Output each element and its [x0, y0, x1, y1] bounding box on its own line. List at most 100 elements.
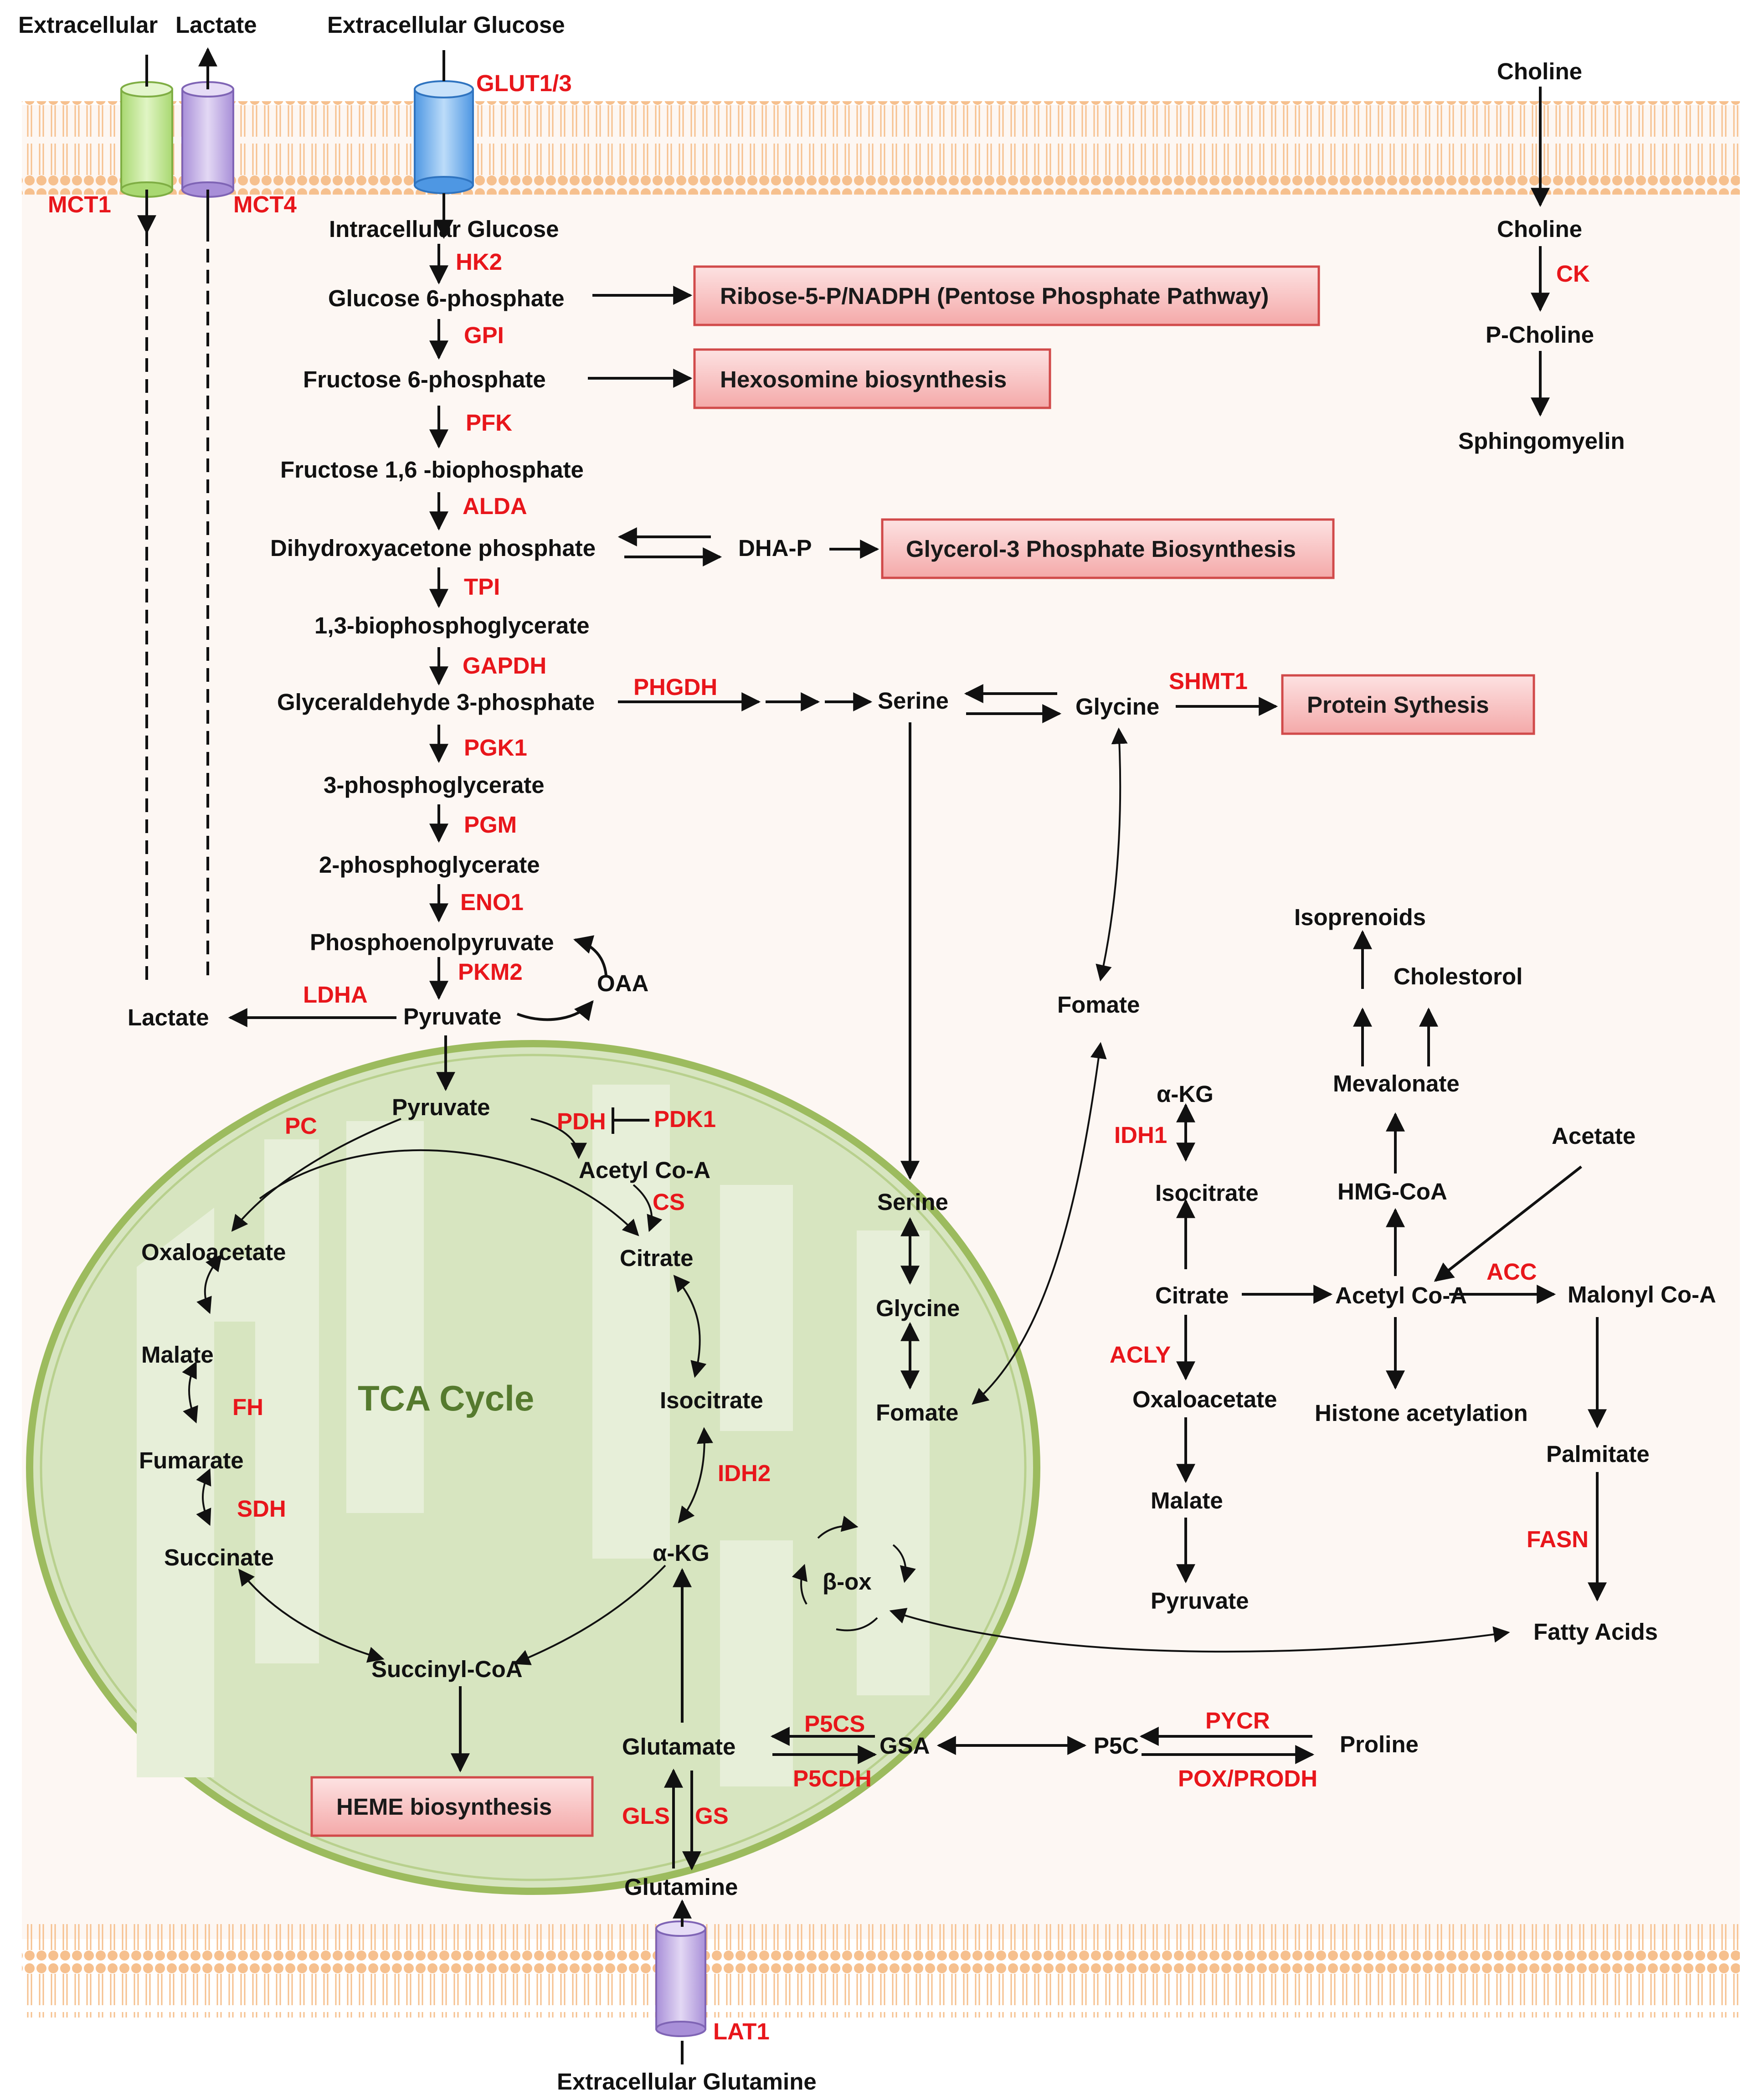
- mevalonate-label: Mevalonate: [1333, 1071, 1460, 1096]
- ppp-box: Ribose-5-P/NADPH (Pentose Phosphate Path…: [693, 265, 1320, 326]
- acly-label: ACLY: [1110, 1342, 1171, 1368]
- glycerol3p-box: Glycerol-3 Phosphate Biosynthesis: [881, 518, 1335, 579]
- pdh-label: PDH: [557, 1108, 606, 1134]
- mito-isocitrate-label: Isocitrate: [660, 1387, 763, 1413]
- mito-malate-label: Malate: [141, 1342, 214, 1368]
- acetyl-coa-cyto-label: Acetyl Co-A: [1335, 1282, 1467, 1308]
- metabolite-labels: Extracellular Lactate Extracellular Gluc…: [18, 12, 1716, 2095]
- mito-akg-label: α-KG: [653, 1540, 710, 1566]
- p5cs-label: P5CS: [804, 1711, 865, 1737]
- gapdh-label: GAPDH: [463, 653, 546, 679]
- pdk1-label: PDK1: [654, 1106, 716, 1132]
- protein-synthesis-box: Protein Sythesis: [1281, 674, 1535, 735]
- g3p-label: Glyceraldehyde 3-phosphate: [277, 689, 595, 715]
- glut-label: GLUT1/3: [476, 70, 572, 96]
- alda-label: ALDA: [463, 493, 527, 519]
- pg2-label: 2-phosphoglycerate: [319, 852, 540, 878]
- pyruvate-label: Pyruvate: [403, 1004, 501, 1029]
- mito-citrate-label: Citrate: [620, 1245, 694, 1271]
- choline-ext-label: Choline: [1497, 58, 1582, 84]
- top-membrane: [22, 101, 1740, 195]
- hmg-coa-label: HMG-CoA: [1337, 1179, 1447, 1204]
- choline-label: Choline: [1497, 216, 1582, 242]
- sphingomyelin-label: Sphingomyelin: [1458, 428, 1625, 454]
- f16bp-label: Fructose 1,6 -biophosphate: [280, 457, 584, 483]
- mct4-transporter: [181, 81, 234, 198]
- idh2-label: IDH2: [718, 1460, 771, 1486]
- pgm-label: PGM: [464, 812, 517, 838]
- pyruvate-cyto-label: Pyruvate: [1151, 1588, 1249, 1614]
- arrows: [137, 47, 1607, 2064]
- citrate-cyto-label: Citrate: [1155, 1282, 1229, 1308]
- palmitate-label: Palmitate: [1546, 1441, 1650, 1467]
- akg-cyto-label: α-KG: [1157, 1081, 1214, 1107]
- lat1-transporter: [655, 1920, 706, 2037]
- ext-glutamine-label: Extracellular Glutamine: [557, 2069, 817, 2095]
- phgdh-label: PHGDH: [633, 674, 717, 700]
- glycerol3p-box-label: Glycerol-3 Phosphate Biosynthesis: [906, 536, 1296, 562]
- ext-lactate-label-1: Extracellular: [18, 12, 158, 38]
- proline-label: Proline: [1340, 1731, 1419, 1757]
- eno1-label: ENO1: [460, 889, 524, 915]
- glutamate-label: Glutamate: [622, 1734, 735, 1760]
- cristae: [720, 1185, 793, 1786]
- heme-box-label: HEME biosynthesis: [336, 1794, 552, 1820]
- ppp-box-label: Ribose-5-P/NADPH (Pentose Phosphate Path…: [720, 283, 1269, 309]
- ext-lactate-label-2: Lactate: [175, 12, 257, 38]
- gpi-label: GPI: [464, 322, 504, 348]
- pfk-label: PFK: [466, 410, 512, 436]
- dhap-short-label: DHA-P: [738, 535, 812, 561]
- gls-label: GLS: [622, 1803, 670, 1829]
- intracellular-glucose-label: Intracellular Glucose: [329, 216, 559, 242]
- g6p-label: Glucose 6-phosphate: [328, 285, 565, 311]
- glut-transporter: [414, 80, 474, 194]
- cristae: [592, 1085, 670, 1559]
- malate-cyto-label: Malate: [1151, 1488, 1223, 1513]
- fomate-label: Fomate: [1057, 992, 1140, 1018]
- isoprenoids-label: Isoprenoids: [1294, 904, 1426, 930]
- oxaloacetate-cyto-label: Oxaloacetate: [1132, 1386, 1277, 1412]
- mito-pyruvate-label: Pyruvate: [392, 1094, 490, 1120]
- hexosamine-box-label: Hexosomine biosynthesis: [720, 366, 1007, 392]
- mct4-label: MCT4: [233, 191, 297, 217]
- mito-oxaloacetate-label: Oxaloacetate: [141, 1239, 286, 1265]
- pkm2-label: PKM2: [458, 959, 523, 985]
- bottom-membrane: [22, 1924, 1740, 2018]
- mct1-label: MCT1: [48, 191, 111, 217]
- heme-box: HEME biosynthesis: [310, 1776, 594, 1837]
- shmt1-label: SHMT1: [1169, 668, 1248, 694]
- cs-label: CS: [653, 1189, 685, 1215]
- ldha-label: LDHA: [303, 982, 368, 1008]
- sdh-label: SDH: [237, 1496, 286, 1522]
- pg3-label: 3-phosphoglycerate: [324, 772, 545, 798]
- beta-ox-label: β-ox: [823, 1569, 872, 1595]
- cholestorol-label: Cholestorol: [1394, 963, 1522, 989]
- mct1-transporter: [120, 81, 173, 198]
- pgk1-label: PGK1: [464, 735, 527, 761]
- glycine-label: Glycine: [1075, 694, 1159, 720]
- fatty-acids-label: Fatty Acids: [1533, 1619, 1658, 1645]
- gs-label: GS: [695, 1803, 729, 1829]
- pep-label: Phosphoenolpyruvate: [310, 929, 554, 955]
- oaa-label: OAA: [597, 970, 648, 996]
- acc-label: ACC: [1486, 1259, 1537, 1285]
- idh1-label: IDH1: [1114, 1122, 1167, 1148]
- hk2-label: HK2: [456, 249, 502, 275]
- malonyl-coa-label: Malonyl Co-A: [1568, 1282, 1716, 1307]
- mito-glycine-label: Glycine: [876, 1295, 960, 1321]
- mito-fomate-label: Fomate: [876, 1400, 958, 1426]
- tca-cycle-label: TCA Cycle: [358, 1378, 534, 1418]
- mito-fumarate-label: Fumarate: [139, 1447, 244, 1473]
- fasn-label: FASN: [1527, 1526, 1589, 1552]
- bpg13-label: 1,3-biophosphoglycerate: [314, 612, 590, 638]
- p5cdh-label: P5CDH: [793, 1765, 872, 1791]
- mito-serine-label: Serine: [877, 1189, 948, 1215]
- ext-glucose-label: Extracellular Glucose: [327, 12, 565, 38]
- pc-label: PC: [285, 1113, 317, 1139]
- cristae: [346, 1121, 424, 1513]
- pox-label: POX/PRODH: [1178, 1765, 1317, 1791]
- pycr-label: PYCR: [1205, 1708, 1270, 1734]
- glutamine-label: Glutamine: [624, 1874, 738, 1900]
- p5c-label: P5C: [1094, 1733, 1139, 1759]
